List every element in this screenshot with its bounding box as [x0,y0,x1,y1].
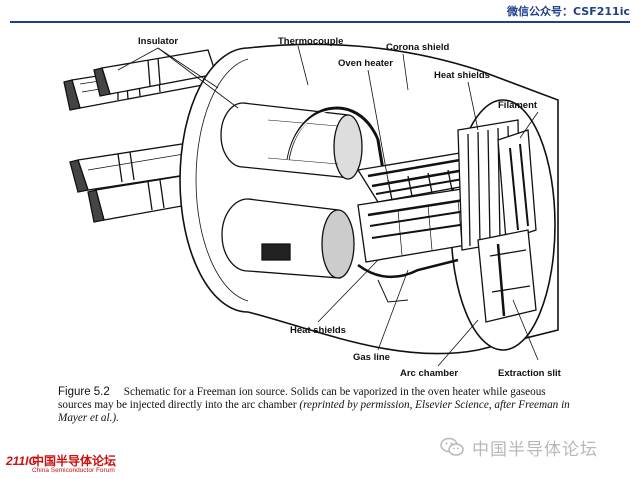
label-insulator: Insulator [138,36,178,47]
label-corona-shield: Corona shield [386,42,450,53]
brand-mark: 211IC [6,454,38,468]
watermark: 中国半导体论坛 [440,434,630,460]
gas-line-pipe [357,258,459,279]
label-oven-heater: Oven heater [338,58,393,69]
caption-citation: (reprinted by permission, Elsevier Scien… [58,399,570,424]
brand-logo: 211IC 中国半导体论坛 China Semiconductor Forum [4,450,204,476]
label-heat-shields-bottom: Heat shields [290,325,346,336]
header-rule [10,21,630,23]
label-arc-chamber: Arc chamber [400,368,458,379]
brand-name-cn: 中国半导体论坛 [32,454,117,468]
watermark-text: 中国半导体论坛 [472,439,598,460]
extraction-slit-frame [477,229,537,323]
wechat-icon [440,437,464,456]
top-bar: 微信公众号：CSF211ic [0,0,640,24]
label-filament: Filament [498,100,538,111]
label-gas-line: Gas line [353,352,390,363]
caption-text: Schematic for a Freeman ion source. Soli… [58,386,546,411]
insulator-tube-top [220,102,363,180]
ion-source-schematic: Insulator Thermocouple Corona shield Ove… [63,36,562,379]
insulator-tube-bottom [221,198,355,279]
filament-assembly [497,129,537,241]
brand-name-en: China Semiconductor Forum [32,467,115,474]
rod-second [93,49,217,97]
account-label: 微信公众号：CSF211ic [507,5,630,18]
label-thermocouple: Thermocouple [278,36,343,47]
figure-number: Figure 5.2 [58,386,110,398]
label-heat-shields-top: Heat shields [434,70,490,81]
label-extraction-slit: Extraction slit [498,368,562,379]
